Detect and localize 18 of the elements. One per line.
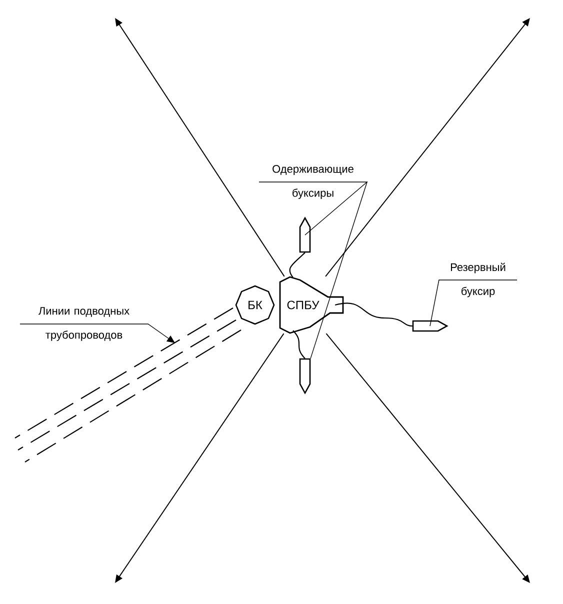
pipeline — [14, 308, 234, 438]
leader-line — [430, 280, 518, 326]
tug-boat — [412, 320, 448, 332]
callout-label: Линии подводных трубопроводов — [38, 307, 130, 341]
leader-line — [310, 182, 368, 359]
leader-line — [258, 182, 368, 236]
callout-label: Одерживающие буксиры — [272, 165, 354, 199]
pipeline — [24, 330, 242, 462]
tow-line — [292, 330, 306, 359]
mooring-line — [326, 333, 530, 583]
callout-label: Резервный буксир — [450, 262, 506, 298]
tow-line — [289, 252, 306, 278]
pipeline — [18, 320, 236, 450]
tug-boat — [299, 358, 311, 394]
mooring-line — [325, 18, 530, 277]
octagon-buoy: БК — [235, 285, 275, 325]
tow-line — [334, 302, 412, 327]
tug-boat — [299, 216, 311, 253]
